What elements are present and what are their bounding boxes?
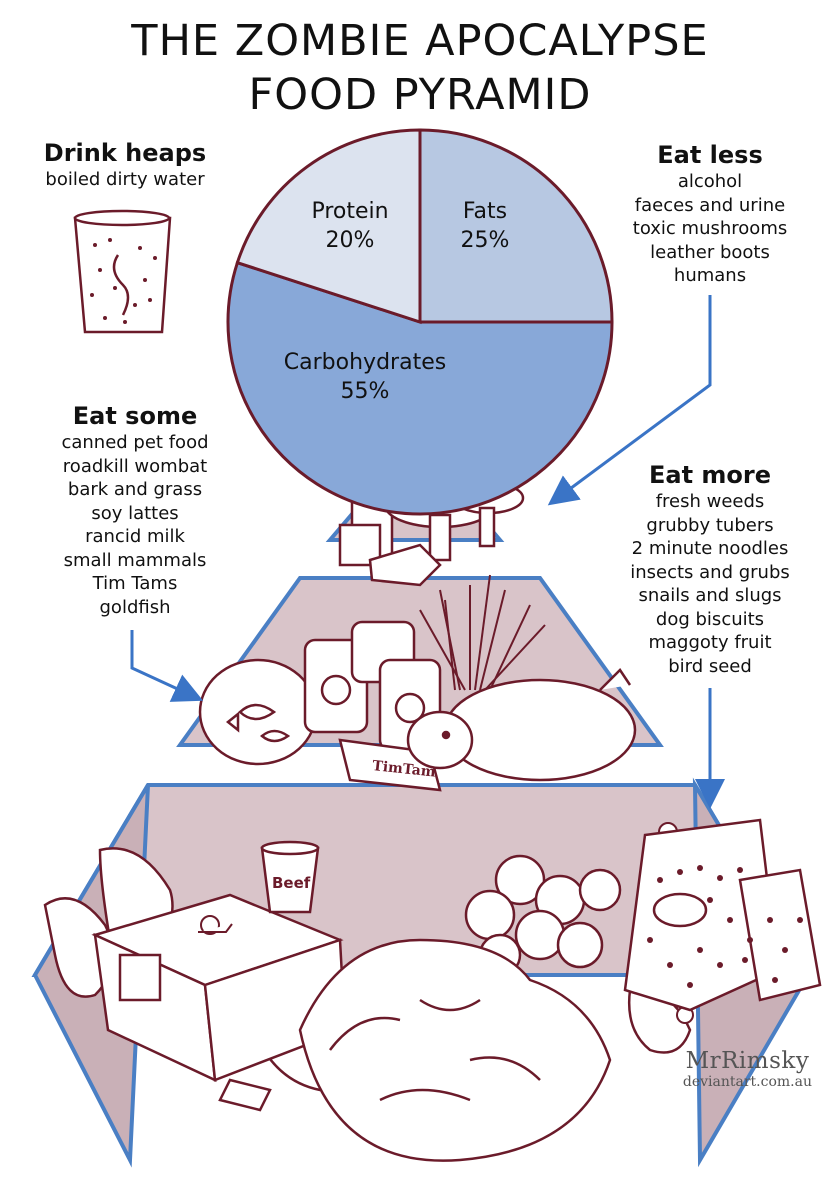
eat-some-item: soy lattes bbox=[91, 502, 179, 524]
eat-more-heading: Eat more bbox=[648, 461, 772, 489]
eat-some-item: goldfish bbox=[99, 596, 171, 618]
pie-label-protein-name: Protein bbox=[311, 199, 389, 224]
cup-label: Beef bbox=[272, 874, 311, 892]
pie-slice-fats bbox=[418, 128, 614, 324]
eat-less-item: faeces and urine bbox=[634, 194, 786, 216]
vegetable-pile-icon bbox=[218, 938, 612, 1162]
eat-some-item: small mammals bbox=[63, 549, 207, 571]
eat-more-item: maggoty fruit bbox=[648, 632, 772, 653]
eat-more-item: grubby tubers bbox=[646, 514, 774, 536]
eat-more-item: bird seed bbox=[668, 655, 752, 677]
eat-less-item: humans bbox=[673, 265, 747, 286]
tim-tam-label: TimTam bbox=[372, 758, 437, 781]
pie-slice-carbohydrates bbox=[226, 260, 614, 516]
artist-name: MrRimsky bbox=[685, 1048, 810, 1074]
boot-icon bbox=[368, 543, 442, 587]
pie-label-fats: Fats 25% bbox=[430, 197, 540, 255]
pie-label-fats-value: 25% bbox=[460, 228, 510, 253]
eat-some-heading: Eat some bbox=[72, 402, 198, 430]
eat-more-block: Eat more fresh weeds grubby tubers 2 min… bbox=[600, 460, 820, 678]
eat-some-item: bark and grass bbox=[67, 479, 203, 500]
eat-less-item: alcohol bbox=[677, 171, 743, 192]
drink-heaps-item: boiled dirty water bbox=[45, 169, 205, 190]
pie-label-fats-name: Fats bbox=[462, 199, 508, 224]
can-icon bbox=[303, 620, 442, 752]
pie-label-protein: Protein 20% bbox=[290, 197, 410, 255]
wombat-icon bbox=[406, 668, 637, 782]
eat-some-item: roadkill wombat bbox=[62, 455, 208, 477]
eat-less-item: leather boots bbox=[650, 241, 770, 263]
eat-more-item: dog biscuits bbox=[655, 608, 765, 630]
eat-more-item: fresh weeds bbox=[655, 491, 765, 512]
eat-some-arrow bbox=[130, 630, 204, 702]
artist-site: deviantart.com.au bbox=[682, 1074, 812, 1090]
title-line-1: THE ZOMBIE APOCALYPSE bbox=[131, 16, 709, 66]
grass-icon bbox=[419, 574, 546, 691]
page-title: THE ZOMBIE APOCALYPSE FOOD PYRAMID bbox=[0, 14, 840, 122]
pie-label-carbs-name: Carbohydrates bbox=[283, 350, 447, 375]
eat-some-block: Eat some canned pet food roadkill wombat… bbox=[30, 401, 240, 619]
drink-heaps-heading: Drink heaps bbox=[43, 139, 207, 167]
eat-less-heading: Eat less bbox=[657, 141, 763, 169]
cup-icon bbox=[260, 840, 320, 914]
eat-more-item: snails and slugs bbox=[638, 585, 782, 606]
glass-of-water-icon bbox=[73, 209, 172, 334]
pie-label-carbs-value: 55% bbox=[340, 379, 390, 404]
eat-some-item: canned pet food bbox=[61, 432, 209, 453]
eat-more-item: 2 minute noodles bbox=[631, 538, 789, 559]
box-icon bbox=[91, 893, 347, 1083]
eat-more-item: insects and grubs bbox=[630, 561, 790, 583]
title-line-2: FOOD PYRAMID bbox=[248, 70, 592, 120]
artist-credit: MrRimsky deviantart.com.au bbox=[683, 1048, 812, 1090]
seed-bag-icon bbox=[623, 818, 822, 1012]
eat-less-arrow bbox=[547, 295, 712, 506]
pie-label-carbs: Carbohydrates 55% bbox=[255, 348, 475, 406]
eat-less-block: Eat less alcohol faeces and urine toxic … bbox=[600, 140, 820, 288]
pie-slice-protein bbox=[235, 128, 422, 325]
pie-label-protein-value: 20% bbox=[325, 228, 375, 253]
eat-less-item: toxic mushrooms bbox=[632, 218, 788, 239]
drink-heaps-block: Drink heaps boiled dirty water bbox=[30, 138, 220, 192]
eat-some-item: Tim Tams bbox=[92, 573, 178, 594]
eat-some-item: rancid milk bbox=[85, 526, 185, 547]
